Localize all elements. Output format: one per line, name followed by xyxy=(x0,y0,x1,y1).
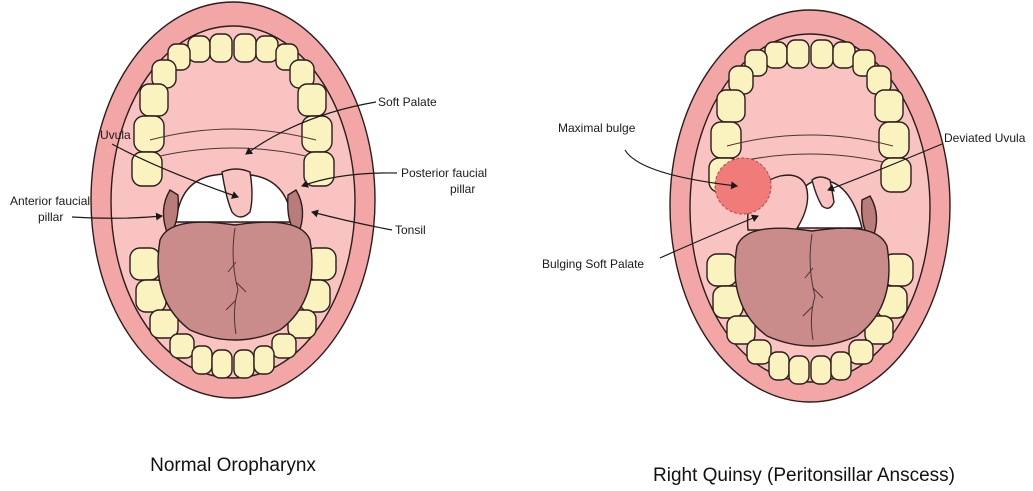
label-posterior-pillar-1: Posterior faucial xyxy=(401,166,487,180)
label-anterior-pillar-2: pillar xyxy=(38,210,63,224)
normal-mouth xyxy=(91,2,375,398)
label-tonsil: Tonsil xyxy=(395,223,426,237)
label-posterior-pillar-2: pillar xyxy=(450,182,475,196)
label-soft-palate: Soft Palate xyxy=(378,95,437,109)
quinsy-mouth xyxy=(670,10,950,402)
caption-right: Right Quinsy (Peritonsillar Anscess) xyxy=(653,465,955,486)
label-anterior-pillar-1: Anterior faucial xyxy=(10,194,90,208)
label-maximal-bulge: Maximal bulge xyxy=(558,121,636,135)
label-bulging-soft-palate: Bulging Soft Palate xyxy=(542,257,644,271)
label-uvula: Uvula xyxy=(100,128,131,142)
maximal-bulge xyxy=(715,158,771,214)
label-deviated-uvula: Deviated Uvula xyxy=(944,131,1026,145)
caption-left: Normal Oropharynx xyxy=(150,455,316,476)
